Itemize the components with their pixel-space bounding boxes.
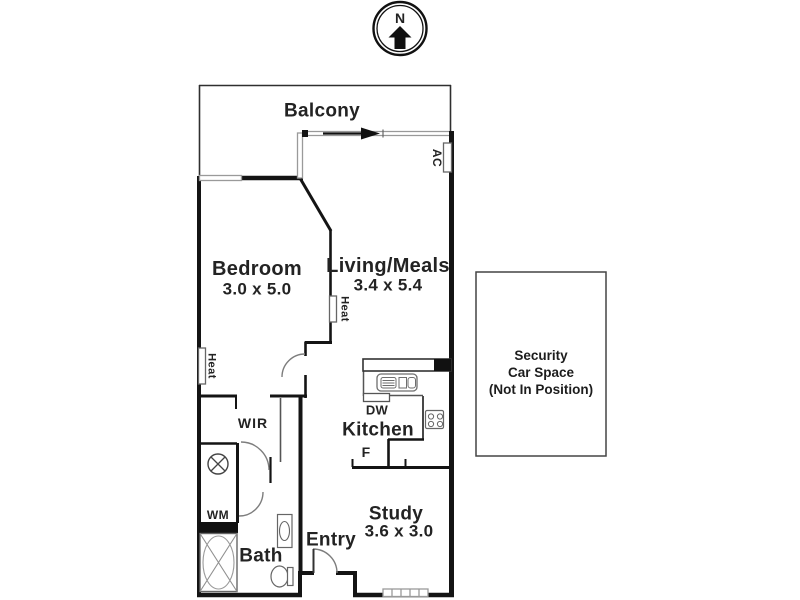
windows [198, 132, 429, 598]
sliding-door [302, 127, 449, 140]
heater-mid-label: Heat [338, 296, 351, 322]
north-compass-icon [372, 0, 428, 57]
living-meals-label: Living/Meals [326, 255, 450, 277]
cooktop-icon [424, 409, 445, 430]
compass-north-label: N [394, 10, 406, 26]
balcony-label: Balcony [283, 100, 361, 122]
interior-walls [199, 178, 451, 573]
sliding-door-arrow-icon [361, 127, 380, 140]
north-arrow-icon [388, 26, 412, 49]
bath-fixtures [199, 453, 294, 593]
study-window [382, 588, 429, 598]
living-meals-dimensions: 3.4 x 5.4 [353, 275, 423, 295]
carspace-box [475, 271, 607, 457]
washing-machine-bench [199, 522, 238, 533]
dishwasher-box [362, 392, 391, 403]
carspace-text: Security Car Space (Not In Position) [476, 347, 606, 398]
balcony-outline [198, 84, 452, 177]
exhaust-fan-icon [207, 453, 229, 475]
bath-label: Bath [239, 545, 283, 567]
island-end-panel [434, 359, 451, 371]
study-label: Study [368, 503, 424, 525]
toilet-icon [270, 565, 294, 588]
balcony-corner-window [296, 132, 304, 179]
kitchen-fixtures [362, 358, 452, 430]
vanity-basin-icon [276, 513, 293, 549]
door-arcs [238, 353, 338, 574]
entry-door-arc [312, 548, 338, 574]
dishwasher-label: DW [365, 402, 389, 418]
heater-left-label: Heat [205, 353, 218, 379]
wir-label: WIR [237, 415, 269, 431]
bedroom-door-arc [281, 353, 306, 378]
ac-label: AC [430, 148, 444, 168]
wir-door-arc [240, 441, 270, 471]
service-units [197, 142, 453, 385]
study-dimensions: 3.6 x 3.0 [364, 521, 434, 541]
bedroom-window [198, 174, 243, 182]
kitchen-label: Kitchen [342, 419, 414, 441]
heater-left-unit [197, 347, 207, 385]
carspace-line2: Car Space [507, 365, 575, 380]
washing-machine-label: WM [206, 508, 230, 522]
shower-icon [199, 532, 238, 593]
bedroom-dimensions: 3.0 x 5.0 [222, 279, 292, 299]
fridge-label: F [361, 444, 371, 460]
bath-door-arc [238, 491, 264, 517]
entry-label: Entry [305, 529, 357, 551]
kitchen-sink-icon [376, 373, 418, 392]
ac-unit-box [442, 142, 453, 173]
heater-mid-unit [328, 295, 338, 323]
bedroom-label: Bedroom [212, 258, 302, 280]
carspace-line3: (Not In Position) [488, 382, 594, 397]
carspace-line1: Security [514, 348, 568, 363]
